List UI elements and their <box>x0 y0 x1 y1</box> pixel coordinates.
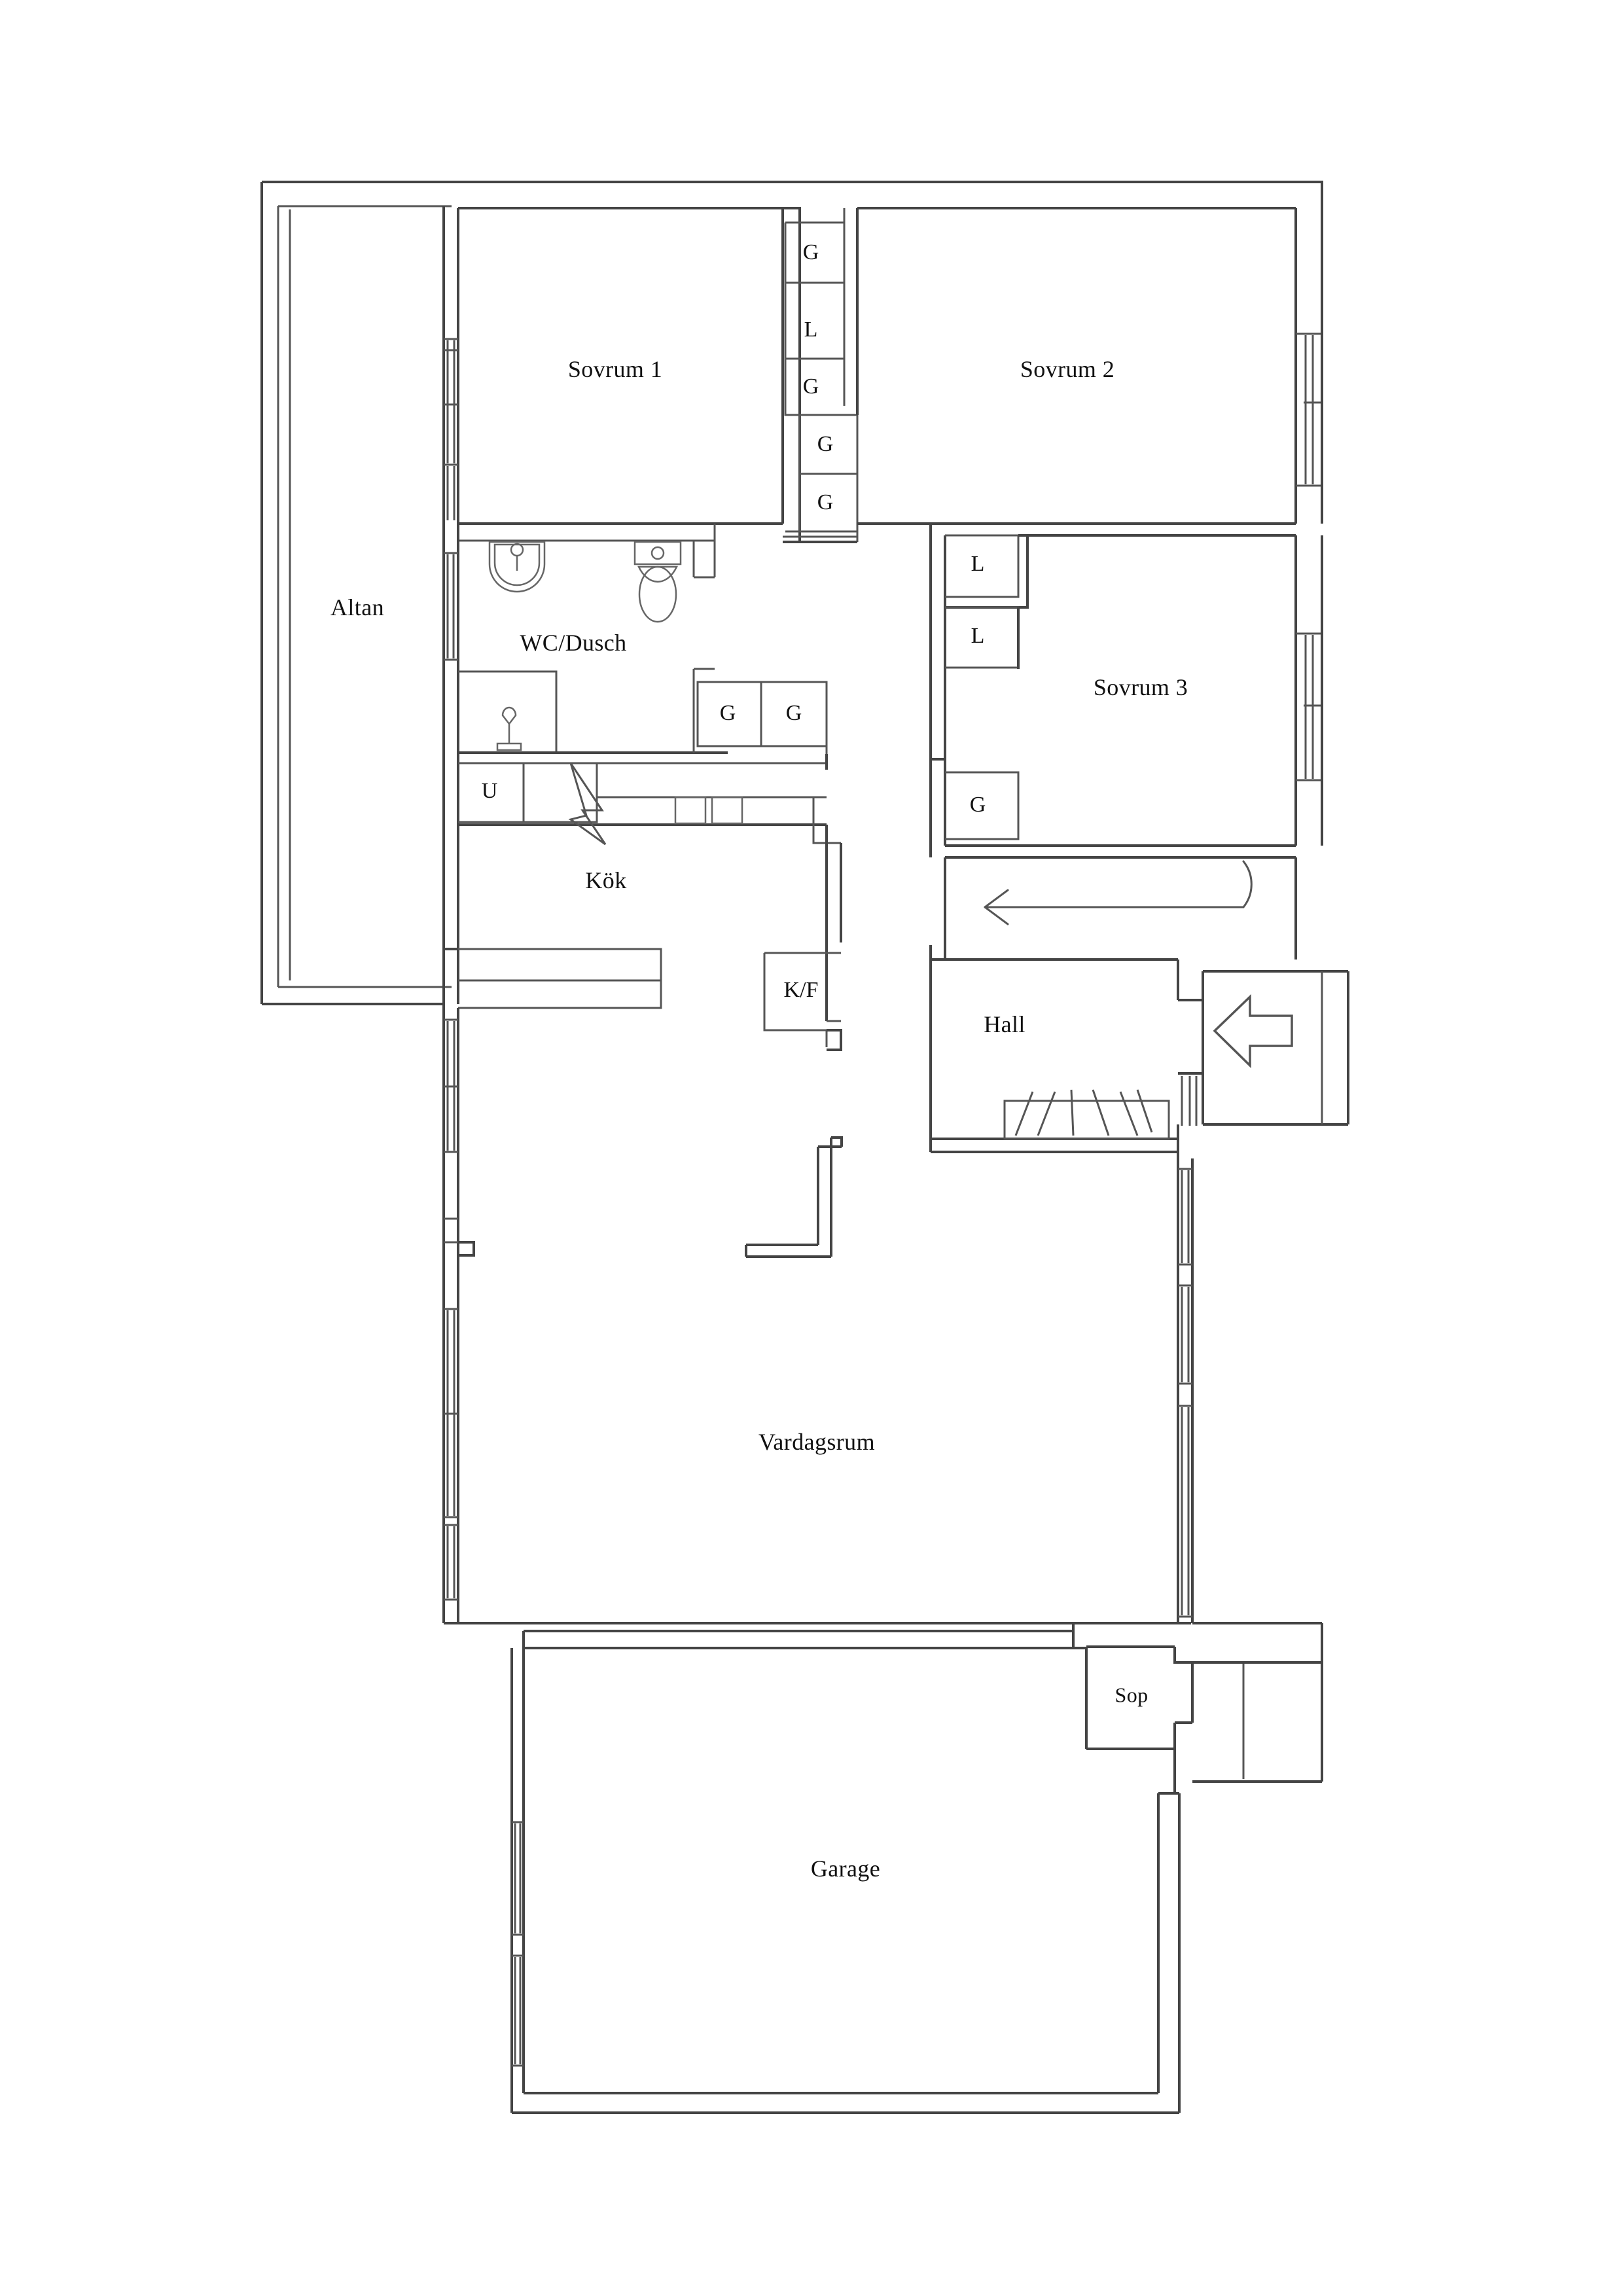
closet-label-sovrum1-g2: G <box>802 374 819 399</box>
room-label-sovrum3: Sovrum 3 <box>1093 674 1188 700</box>
room-label-wc-dusch: WC/Dusch <box>520 630 627 656</box>
shower-drain-fixture <box>496 706 522 751</box>
toilet-fixture <box>633 541 682 623</box>
sop-room <box>1072 1622 1323 1793</box>
electric-bolt-symbol <box>568 762 607 846</box>
kok-closet-row <box>692 669 828 754</box>
closet-label-sovrum1-g3: G <box>817 432 834 456</box>
wc-dusch-room <box>444 522 728 754</box>
kok-room <box>457 753 842 1051</box>
outer-shell <box>260 181 1323 1005</box>
room-label-kok: Kök <box>585 867 627 893</box>
closet-label-sovrum1-l1: L <box>804 317 818 342</box>
closet-label-sovrum3-l1: L <box>971 552 985 576</box>
sovrum1-closet-column <box>783 207 859 543</box>
closet-label-sovrum3-g1: G <box>969 793 986 817</box>
vardagsrum-room <box>442 948 1194 1624</box>
room-label-altan: Altan <box>330 594 384 620</box>
corridor-band <box>929 856 1297 975</box>
stove-burners-fixture <box>674 796 743 825</box>
vardagsrum-partition <box>745 1136 843 1258</box>
hall-room <box>929 960 1349 1158</box>
room-label-hall: Hall <box>984 1011 1026 1037</box>
closet-label-kok-kf: K/F <box>783 978 819 1002</box>
closet-label-sovrum1-g1: G <box>802 240 819 264</box>
bathroom-sink-fixture <box>488 541 546 593</box>
closet-label-tvatt-u: U <box>481 779 498 803</box>
room-label-vardagsrum: Vardagsrum <box>758 1429 875 1455</box>
room-label-sovrum2: Sovrum 2 <box>1020 356 1115 382</box>
room-label-garage: Garage <box>810 1856 881 1882</box>
closet-label-kok-g1: G <box>719 701 736 725</box>
closet-label-kok-g2: G <box>785 701 802 725</box>
room-label-sovrum1: Sovrum 1 <box>567 356 663 382</box>
room-label-sop: Sop <box>1115 1683 1149 1707</box>
hall-shoe-rack <box>1003 1089 1170 1140</box>
entrance-direction-arrow <box>1213 994 1293 1069</box>
closet-label-sovrum1-g4: G <box>817 490 834 514</box>
closet-label-sovrum3-l2: L <box>971 624 985 648</box>
corridor-flow-arrow <box>984 860 1253 925</box>
sovrum3-room <box>929 524 1323 857</box>
kitchen-counter-fixture <box>458 948 662 1009</box>
garage-room <box>510 1630 1181 2114</box>
